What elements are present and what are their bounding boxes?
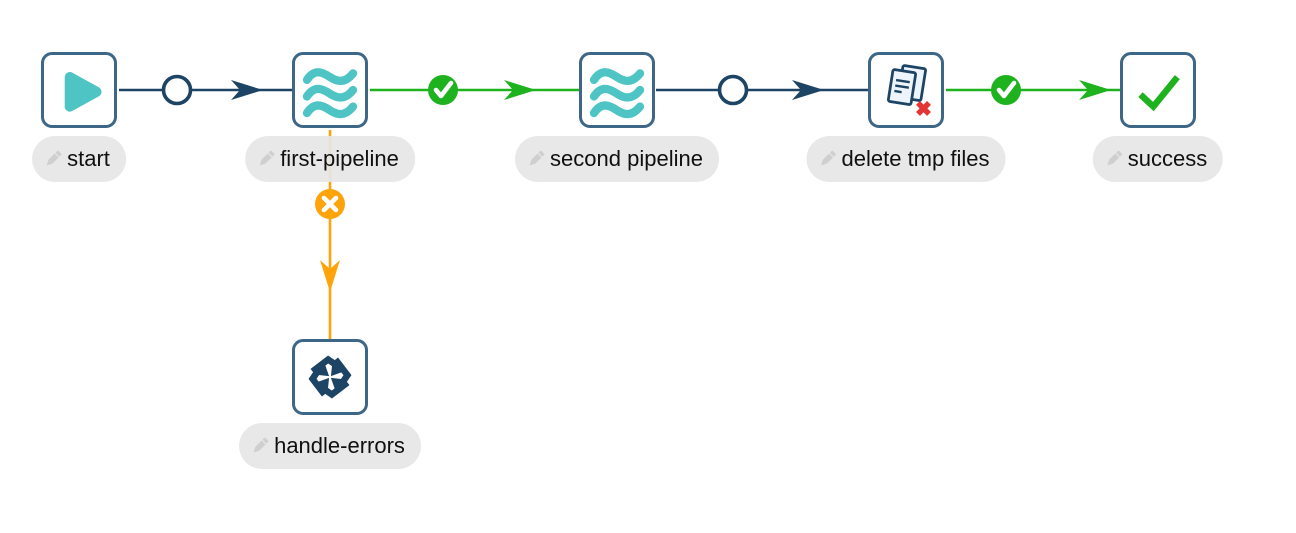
delete-files-action-box[interactable] <box>868 52 944 128</box>
node-delete-tmp-files: delete tmp files <box>806 52 1006 182</box>
success-hop-check-icon[interactable] <box>428 75 458 105</box>
cycle-arrows-icon <box>295 341 365 413</box>
workflow-action-box[interactable] <box>292 339 368 415</box>
check-icon <box>1138 75 1180 112</box>
node-label-start[interactable]: start <box>32 136 126 182</box>
pipeline-waves-icon <box>302 68 358 119</box>
node-handle-errors: handle-errors <box>239 339 421 469</box>
node-label-success[interactable]: success <box>1092 136 1224 182</box>
edit-pencil-icon <box>1107 150 1123 166</box>
unconditional-hop-circle-icon[interactable] <box>161 74 193 106</box>
hop-delete-tmp-files-to-success <box>946 75 1120 105</box>
unconditional-hop-circle-icon[interactable] <box>717 74 749 106</box>
start-action-box[interactable] <box>41 52 117 128</box>
failure-hop-cross-icon[interactable] <box>315 189 345 219</box>
pipeline-waves-icon <box>589 68 645 119</box>
node-success: success <box>1092 52 1224 182</box>
pipeline-action-box[interactable] <box>292 52 368 128</box>
edit-pencil-icon <box>529 150 545 166</box>
node-label-text: first-pipeline <box>280 146 399 171</box>
hop-second-pipeline-to-delete-tmp-files <box>656 74 868 106</box>
success-hop-check-icon[interactable] <box>991 75 1021 105</box>
node-first-pipeline: first-pipeline <box>245 52 415 182</box>
hop-first-pipeline-to-second-pipeline <box>370 75 579 105</box>
node-label-handle-errors[interactable]: handle-errors <box>239 423 421 469</box>
edit-pencil-icon <box>821 150 836 166</box>
node-label-text: second pipeline <box>550 146 703 171</box>
node-label-text: delete tmp files <box>841 146 990 171</box>
edit-pencil-icon <box>259 150 275 166</box>
pipeline-action-box[interactable] <box>579 52 655 128</box>
edit-pencil-icon <box>253 437 269 453</box>
node-label-delete-tmp-files[interactable]: delete tmp files <box>806 136 1006 182</box>
documents-delete-icon <box>886 64 931 116</box>
edit-pencil-icon <box>46 150 62 166</box>
node-label-text: start <box>67 146 110 171</box>
node-label-text: handle-errors <box>274 433 405 458</box>
hop-start-to-first-pipeline <box>119 74 292 106</box>
node-label-text: success <box>1127 146 1208 171</box>
node-start: start <box>32 52 126 182</box>
play-icon <box>64 72 102 112</box>
node-second-pipeline: second pipeline <box>515 52 719 182</box>
node-label-second-pipeline[interactable]: second pipeline <box>515 136 719 182</box>
node-label-first-pipeline[interactable]: first-pipeline <box>245 136 415 182</box>
success-action-box[interactable] <box>1120 52 1196 128</box>
